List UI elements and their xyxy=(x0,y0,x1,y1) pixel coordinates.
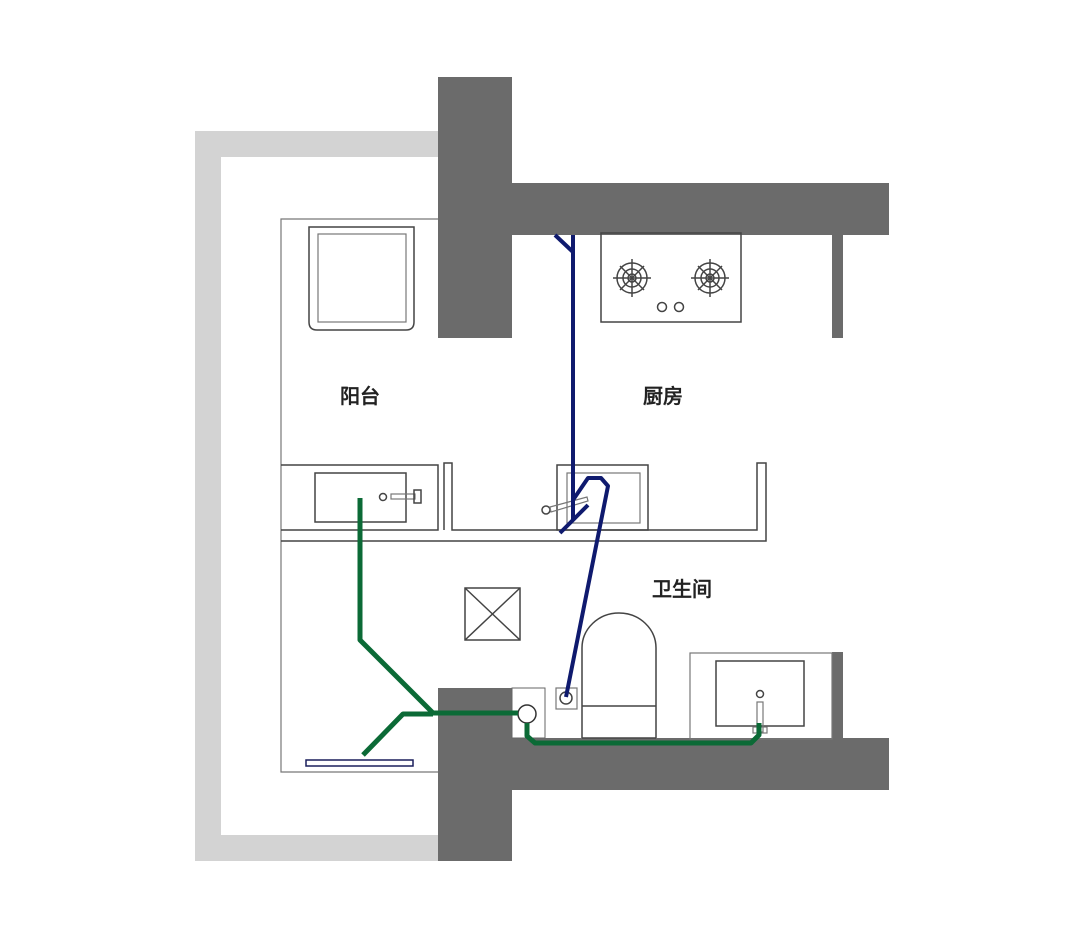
faucet-icon xyxy=(755,689,765,699)
counter-partition xyxy=(281,462,767,542)
water-supply-pipe xyxy=(553,233,610,698)
floor-vent-icon xyxy=(464,587,521,641)
wall-bathroom-right-stub xyxy=(832,652,843,740)
faucet-icon xyxy=(378,492,388,502)
burner-right-icon xyxy=(691,259,729,297)
washing-machine-icon xyxy=(308,226,415,331)
balcony-sink-icon xyxy=(314,472,422,523)
burner-left-icon xyxy=(613,259,651,297)
room-label-kitchen: 厨房 xyxy=(643,384,683,408)
wall-kitchen-right-stub xyxy=(832,233,843,338)
wall-bathroom-bottom xyxy=(438,738,889,790)
gas-stove-icon xyxy=(600,232,742,323)
stove-knob-icon xyxy=(656,301,668,313)
wall-kitchen-top xyxy=(438,183,889,235)
stove-knob-icon xyxy=(673,301,685,313)
kitchen-sink-icon xyxy=(541,464,649,531)
toilet-icon xyxy=(581,612,657,739)
balcony-interior-outline xyxy=(280,218,438,773)
faucet-icon xyxy=(541,505,551,515)
balcony-drain-grate-icon xyxy=(305,759,414,767)
room-label-bathroom: 卫生间 xyxy=(652,577,712,601)
drain-pipe xyxy=(357,498,762,757)
room-label-balcony: 阳台 xyxy=(340,384,380,408)
structural-walls xyxy=(438,77,889,861)
balcony-railing xyxy=(195,131,440,861)
